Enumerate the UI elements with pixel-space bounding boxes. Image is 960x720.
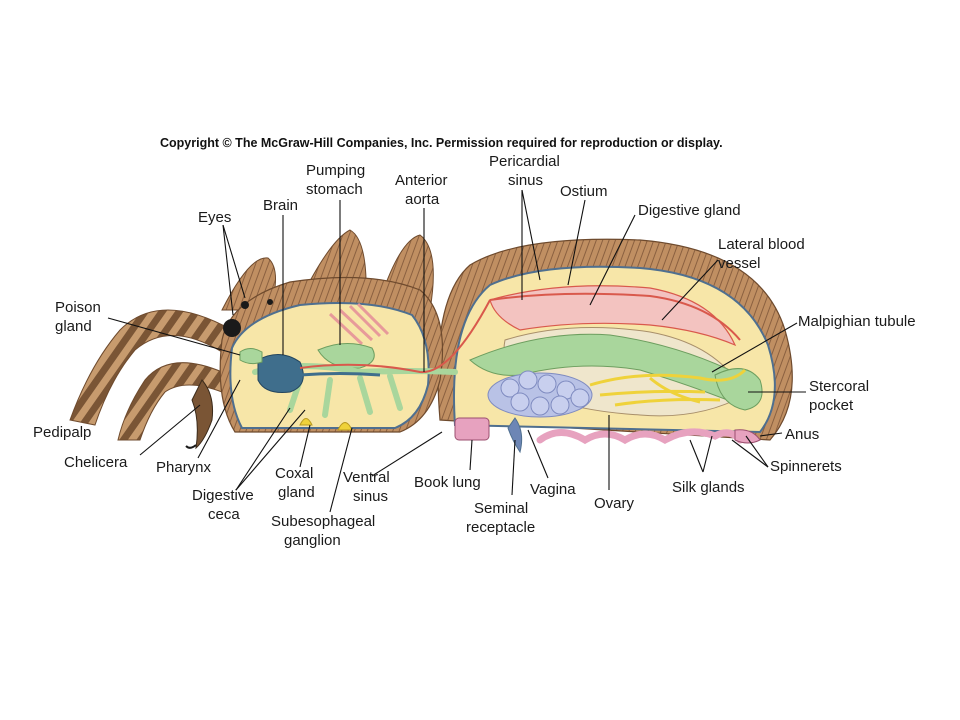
label-anus: Anus (785, 426, 819, 443)
label-silk-glands: Silk glands (672, 479, 745, 496)
ovary-shape (487, 370, 593, 418)
silk-glands-shape (536, 428, 744, 445)
label-anterior-aorta-1: Anterior (395, 172, 448, 189)
label-book-lung: Book lung (414, 474, 481, 491)
label-pharynx: Pharynx (156, 459, 212, 476)
label-anterior-aorta-2: aorta (405, 191, 440, 208)
chelicera-shape (191, 379, 213, 450)
label-malpighian-tubule: Malpighian tubule (798, 313, 916, 330)
heart-vessel (489, 292, 741, 341)
cephalothorax (219, 276, 491, 433)
label-digestive-ceca-2: ceca (208, 506, 240, 523)
label-pedipalp: Pedipalp (33, 424, 91, 441)
label-ventral-sinus-2: sinus (353, 488, 388, 505)
label-ostium: Ostium (560, 183, 608, 200)
eye-small-1 (241, 301, 249, 309)
label-brain: Brain (263, 197, 298, 214)
abdomen (437, 238, 793, 454)
brain-shape (257, 354, 304, 393)
eye-cluster (223, 319, 241, 337)
label-poison-gland-1: Poison (55, 299, 101, 316)
labels: Eyes Brain Pumping stomach Anterior aort… (33, 153, 916, 549)
vagina-shape (507, 417, 523, 454)
copyright-notice: Copyright © The McGraw-Hill Companies, I… (160, 136, 723, 150)
aorta-vessel (299, 299, 491, 374)
poison-gland-shape (239, 348, 263, 365)
spinnerets-shape (734, 429, 761, 444)
label-ventral-sinus-1: Ventral (343, 469, 390, 486)
label-digestive-ceca-1: Digestive (192, 487, 254, 504)
leader-lines (107, 189, 806, 513)
label-lateral-blood-vessel-2: vessel (718, 255, 761, 272)
label-eyes: Eyes (198, 209, 231, 226)
leg-left-long (69, 309, 233, 426)
book-lung-shape (454, 417, 490, 441)
label-pericardial-sinus-1: Pericardial (489, 153, 560, 170)
nerve-cord (299, 372, 381, 377)
label-chelicera: Chelicera (64, 454, 128, 471)
label-pumping-stomach-1: Pumping (306, 162, 365, 179)
label-coxal-gland-2: gland (278, 484, 315, 501)
eye-small-2 (267, 299, 273, 305)
label-pumping-stomach-2: stomach (306, 181, 363, 198)
label-ovary: Ovary (594, 495, 635, 512)
label-digestive-gland: Digestive gland (638, 202, 741, 219)
label-vagina: Vagina (530, 481, 576, 498)
label-poison-gland-2: gland (55, 318, 92, 335)
label-subesophageal-ganglion-2: ganglion (284, 532, 341, 549)
label-stercoral-pocket-2: pocket (809, 397, 854, 414)
label-spinnerets: Spinnerets (770, 458, 842, 475)
label-seminal-receptacle-1: Seminal (474, 500, 528, 517)
label-seminal-receptacle-2: receptacle (466, 519, 535, 536)
malpighian-tubules (589, 368, 747, 407)
label-subesophageal-ganglion-1: Subesophageal (271, 513, 375, 530)
pumping-stomach-muscles (328, 302, 390, 346)
pedipalp-shape (117, 362, 223, 441)
digestive-ceca-shape (252, 363, 458, 418)
label-coxal-gland-1: Coxal (275, 465, 313, 482)
label-pericardial-sinus-2: sinus (508, 172, 543, 189)
chelicera-group (185, 379, 213, 450)
fang (185, 444, 197, 449)
label-stercoral-pocket-1: Stercoral (809, 378, 869, 395)
label-lateral-blood-vessel-1: Lateral blood (718, 236, 805, 253)
